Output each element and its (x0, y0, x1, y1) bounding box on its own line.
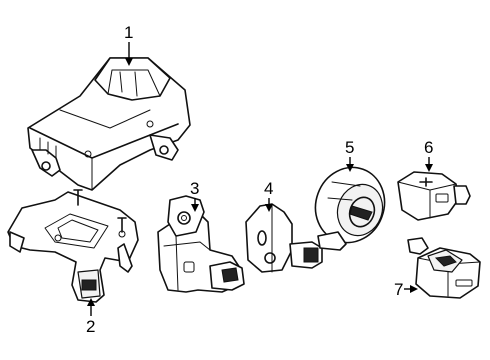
callout-2: 2 (86, 298, 95, 336)
callout-label-2: 2 (86, 317, 95, 336)
callout-1: 1 (124, 23, 133, 66)
callout-label-3: 3 (190, 179, 199, 198)
callout-label-6: 6 (424, 138, 433, 157)
side-sensor-icon (245, 203, 323, 273)
impact-sensor-icon (157, 195, 245, 293)
small-sensor-icon (397, 171, 471, 221)
callout-5: 5 (345, 138, 354, 172)
module-bracket-icon (7, 189, 139, 303)
callout-6: 6 (424, 138, 433, 172)
callout-label-1: 1 (124, 23, 133, 42)
callout-7: 7 (394, 280, 418, 299)
callout-4: 4 (264, 179, 273, 212)
callout-3: 3 (190, 179, 199, 212)
occupant-sensor-icon (407, 237, 481, 299)
callout-label-5: 5 (345, 138, 354, 157)
airbag-control-module-icon (27, 57, 191, 191)
callout-label-4: 4 (264, 179, 273, 198)
callout-label-7: 7 (394, 280, 403, 299)
clock-spring-sensor-icon (314, 166, 386, 251)
